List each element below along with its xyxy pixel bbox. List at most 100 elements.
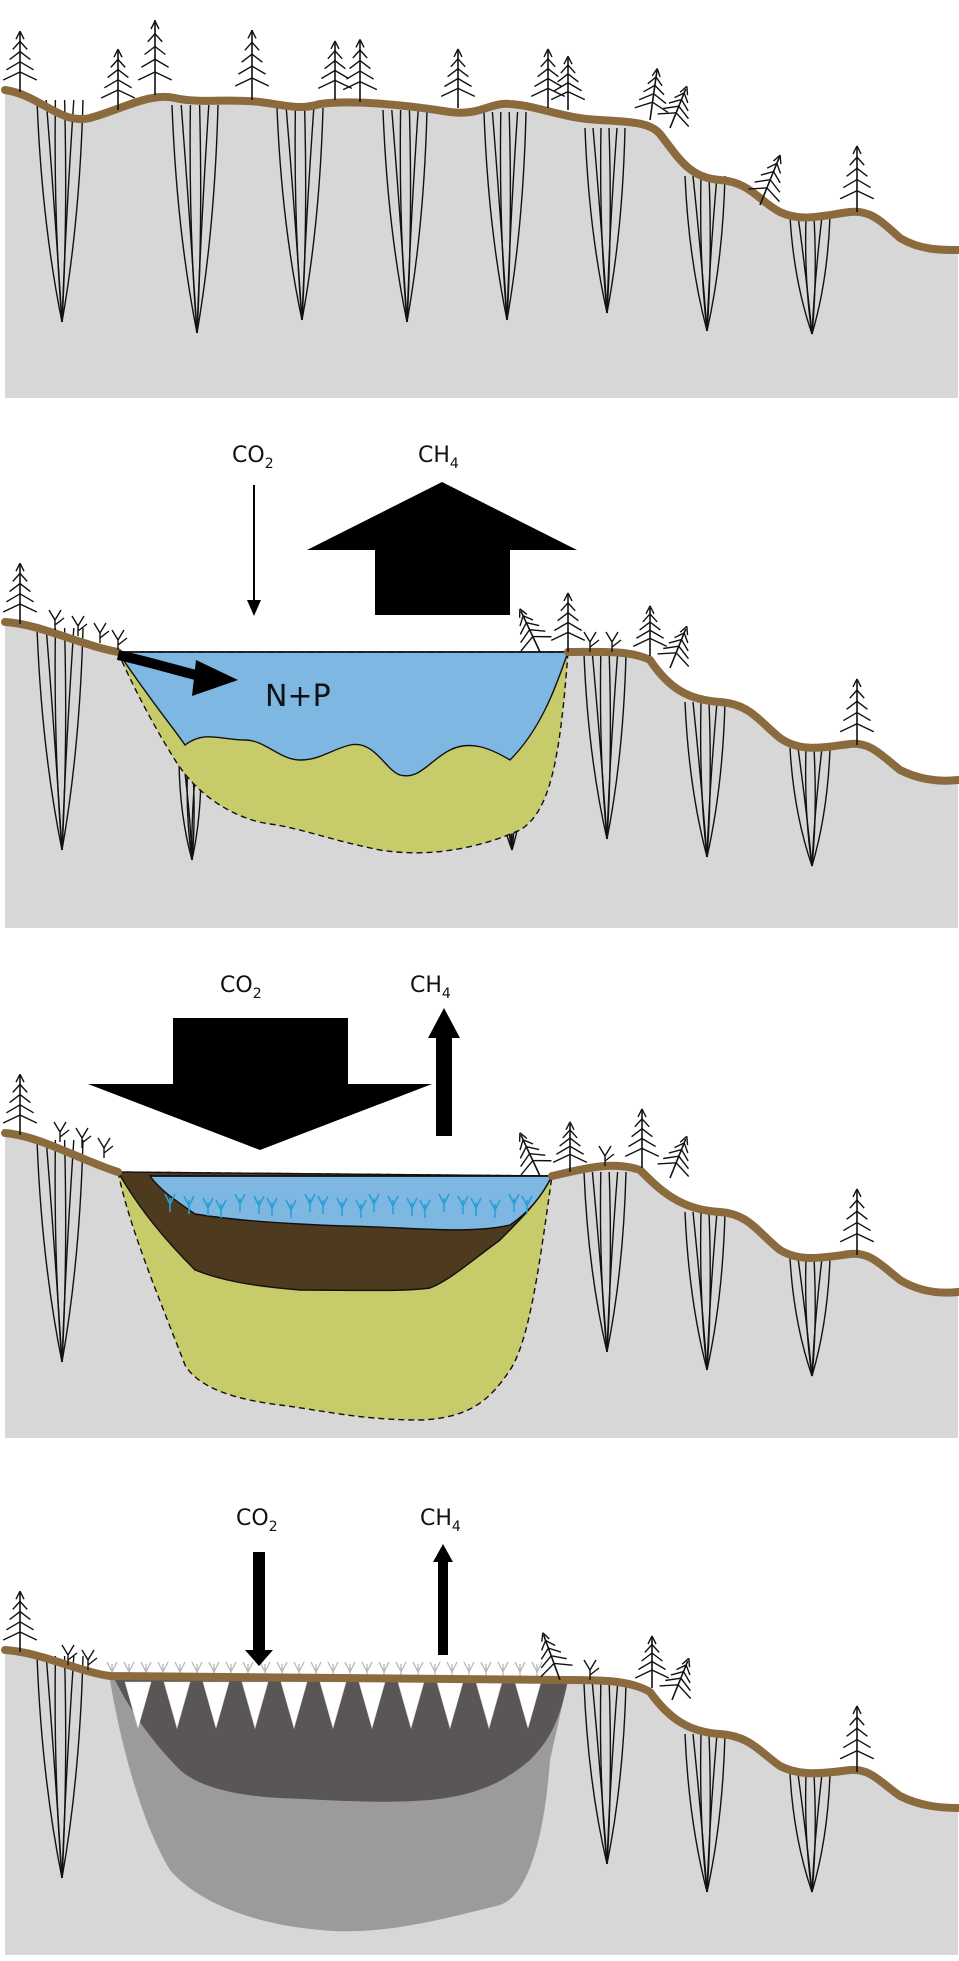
aquatic-plant-icon (521, 1195, 533, 1214)
soil-surface-line (1, 86, 959, 254)
shrub-icon (53, 1121, 70, 1142)
conifer-tree-icon (2, 1590, 38, 1652)
aquatic-plant-icon (508, 1193, 520, 1212)
soil-surface-line (548, 1161, 959, 1297)
aquatic-plant-icon (285, 1199, 297, 1218)
aquatic-plant-icon (368, 1193, 380, 1212)
nutrients-label: N+P (265, 679, 331, 714)
conifer-tree-icon (624, 1108, 660, 1168)
ch4-flux-arrow (307, 482, 577, 615)
aquatic-plant-icon (266, 1197, 278, 1216)
aquatic-plant-icon (489, 1199, 501, 1218)
conifer-tree-icon (317, 40, 353, 100)
ice-wedge-icon (171, 104, 219, 334)
ice-wedge-icon (789, 215, 831, 335)
ice-wedge-icon (583, 1171, 627, 1353)
conifer-tree-icon (2, 562, 38, 624)
conifer-tree-icon (552, 1121, 588, 1172)
ch4-flux-arrow (428, 1008, 460, 1136)
panel-stage-4: CO2 CH4 (1, 1506, 959, 1955)
shrub-icon (71, 615, 88, 636)
conifer-tree-icon (137, 20, 173, 95)
co2-flux-arrow (88, 1018, 432, 1150)
tilted-tree-icon (634, 68, 669, 121)
new-ice-wedge-group (124, 1681, 542, 1730)
ice-wedge-icon (684, 701, 726, 858)
soil-surface-line (1, 1129, 122, 1176)
shallow-lake-water (148, 1175, 554, 1231)
conifer-tree-icon (440, 48, 476, 108)
aquatic-plant-group (164, 1193, 533, 1218)
aquatic-plant-icon (253, 1195, 265, 1214)
aquatic-plant-icon (419, 1199, 431, 1218)
ice-wedge-group (36, 1139, 831, 1377)
tilted-tree-icon (540, 1632, 573, 1681)
co2-label: CO2 (232, 443, 274, 472)
ch4-label: CH4 (418, 443, 459, 472)
conifer-tree-icon (530, 48, 566, 108)
soil-surface-line (564, 647, 959, 785)
aquatic-plant-icon (470, 1197, 482, 1216)
co2-label: CO2 (220, 973, 262, 1002)
ice-wedge-icon (583, 653, 627, 840)
shrub-icon (48, 609, 65, 630)
ice-wedge-icon (584, 127, 626, 314)
conifer-tree-icon (2, 1073, 38, 1135)
nutrient-flux-arrow (116, 650, 238, 696)
ice-wedge-icon (684, 1211, 726, 1371)
ice-wedge-icon (319, 1681, 347, 1730)
ground-fill (5, 90, 958, 398)
aquatic-plant-icon (202, 1197, 214, 1216)
soil-surface-line (1, 618, 122, 656)
shrub-icon (93, 622, 110, 643)
ice-wedge-icon (789, 747, 831, 867)
tilted-tree-icon (518, 608, 552, 653)
aquatic-plant-icon (336, 1197, 348, 1216)
aquatic-plant-icon (457, 1195, 469, 1214)
ch4-flux-arrow (433, 1544, 453, 1655)
conifer-tree-icon (100, 48, 136, 110)
ice-wedge-icon (382, 109, 428, 323)
shrub-icon (61, 1644, 78, 1665)
ch4-label: CH4 (410, 973, 451, 1002)
tilted-tree-icon (659, 1657, 692, 1701)
tilted-tree-icon (748, 154, 782, 206)
thermokarst-lake-water (116, 651, 569, 777)
aquatic-plant-icon (215, 1199, 227, 1218)
ice-wedge-icon (124, 1681, 152, 1730)
conifer-tree-icon (2, 30, 38, 92)
shrub-icon (598, 1145, 615, 1166)
tree-row (2, 562, 875, 745)
conifer-tree-icon (342, 39, 378, 102)
ch4-label: CH4 (420, 1506, 461, 1535)
grass-icon (531, 1661, 543, 1678)
aquatic-plant-icon (406, 1197, 418, 1216)
conifer-tree-icon (632, 605, 668, 656)
ice-wedge-icon (789, 1773, 831, 1893)
tilted-tree-icon (657, 625, 690, 669)
aquatic-plant-icon (234, 1193, 246, 1212)
conifer-tree-icon (234, 30, 270, 100)
aquatic-plant-icon (355, 1199, 367, 1218)
shrub-icon (111, 629, 128, 650)
ice-wedge-icon (36, 99, 84, 323)
tilted-tree-icon (657, 85, 690, 129)
co2-flux-arrow (245, 1552, 273, 1666)
ice-wedge-icon (202, 1681, 230, 1730)
tilted-tree-icon (657, 1135, 690, 1179)
shrub-icon (97, 1137, 114, 1158)
tree-row (2, 20, 875, 212)
conifer-tree-icon (550, 55, 586, 110)
co2-label: CO2 (236, 1506, 278, 1535)
aquatic-plant-icon (164, 1193, 176, 1212)
ice-wedge-icon (36, 1139, 84, 1363)
ice-wedge-icon (280, 1681, 308, 1730)
ice-wedge-icon (163, 1681, 191, 1730)
conifer-tree-icon (634, 1635, 670, 1688)
arrow-head (247, 600, 261, 616)
soil-surface-line (1, 1646, 959, 1812)
conifer-tree-icon (839, 1705, 875, 1772)
conifer-tree-icon (839, 145, 875, 212)
